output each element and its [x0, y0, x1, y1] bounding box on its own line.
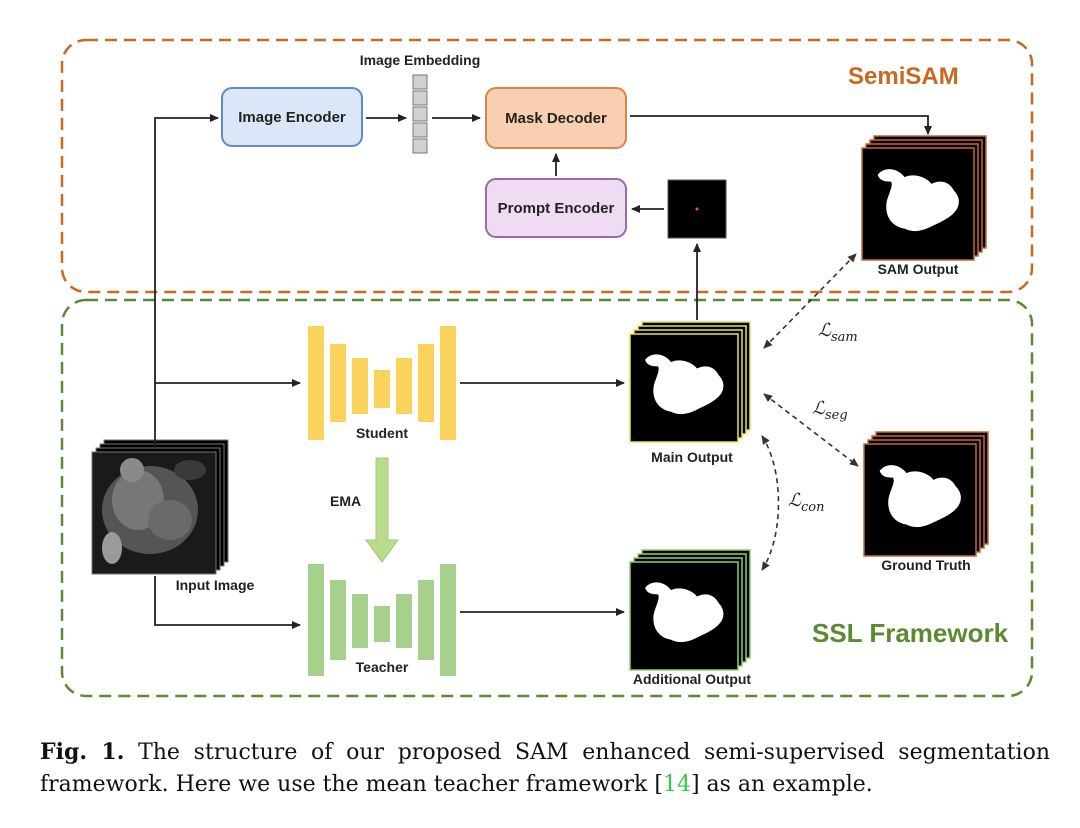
input-texture — [102, 532, 122, 564]
figure-caption: Fig. 1. The structure of our proposed SA… — [40, 736, 1050, 801]
ssl-framework-title: SSL Framework — [812, 618, 1009, 648]
loss-connections — [761, 253, 859, 571]
image-encoder-label: Image Encoder — [238, 109, 346, 126]
prompt-encoder-box — [485, 178, 627, 238]
additional-output-label: Additional Output — [633, 671, 752, 687]
sam-mask-shape — [877, 169, 959, 232]
embedding-cell — [412, 74, 428, 90]
embedding-cell — [412, 106, 428, 122]
input-texture — [174, 460, 206, 480]
connections — [154, 114, 932, 629]
loss-seg-arrow — [763, 393, 859, 467]
ground-truth-label: Ground Truth — [881, 557, 970, 573]
ema-arrow — [365, 457, 399, 563]
teacher-label: Teacher — [356, 659, 409, 675]
student-label: Student — [356, 425, 408, 441]
input-texture — [120, 458, 144, 482]
prompt-point — [695, 207, 699, 211]
citation-link[interactable]: 14 — [662, 772, 691, 797]
semisam-frame — [60, 38, 1034, 294]
student-network — [308, 326, 456, 440]
main-mask-shape — [645, 354, 724, 415]
caption-text-end: ] as an example. — [690, 772, 873, 797]
additional-output-stack — [629, 549, 751, 671]
image-embedding-stack — [412, 74, 428, 154]
loss-sam-label: ℒsam — [818, 320, 858, 345]
mask-decoder-box — [485, 87, 627, 149]
ground-truth-mask-shape — [879, 465, 961, 528]
caption-label: Fig. 1. — [40, 739, 125, 765]
arrow-input-to-teacher — [154, 576, 301, 629]
input-image-label: Input Image — [176, 577, 255, 593]
loss-con-label: ℒcon — [788, 490, 824, 515]
image-encoder-box — [221, 87, 363, 147]
input-image-stack — [91, 439, 229, 575]
semisam-title: SemiSAM — [848, 63, 959, 90]
image-embedding-label: Image Embedding — [360, 52, 481, 68]
arrow-mask-decoder-to-sam-output — [630, 115, 932, 135]
sam-output-stack — [861, 135, 987, 261]
loss-seg-label: ℒseg — [812, 398, 848, 423]
input-texture — [148, 500, 192, 540]
embedding-cell — [412, 122, 428, 138]
teacher-network — [308, 564, 456, 676]
loss-symbol: ℒ — [812, 398, 826, 419]
loss-subscript: seg — [825, 408, 848, 423]
loss-sam-arrow — [763, 253, 857, 349]
loss-symbol: ℒ — [818, 320, 832, 341]
ssl-frame — [60, 298, 1034, 698]
loss-con-arrow — [761, 435, 780, 571]
prompt-encoder-label: Prompt Encoder — [498, 200, 615, 217]
arrow-input-to-image-encoder — [154, 114, 219, 446]
ground-truth-stack — [863, 431, 989, 557]
embedding-cell — [412, 138, 428, 154]
sam-output-label: SAM Output — [878, 261, 959, 277]
main-output-stack — [629, 321, 751, 443]
embedding-cell — [412, 90, 428, 106]
loss-subscript: sam — [831, 330, 858, 345]
loss-subscript: con — [801, 500, 824, 515]
ema-label: EMA — [330, 493, 361, 509]
mask-decoder-label: Mask Decoder — [505, 110, 607, 127]
additional-mask-shape — [645, 582, 724, 643]
loss-symbol: ℒ — [788, 490, 802, 511]
caption-text: The structure of our proposed SAM enhanc… — [40, 740, 1051, 797]
main-output-label: Main Output — [651, 449, 733, 465]
architecture-diagram: SemiSAM SSL Framework Image Encoder Imag… — [60, 38, 1034, 698]
